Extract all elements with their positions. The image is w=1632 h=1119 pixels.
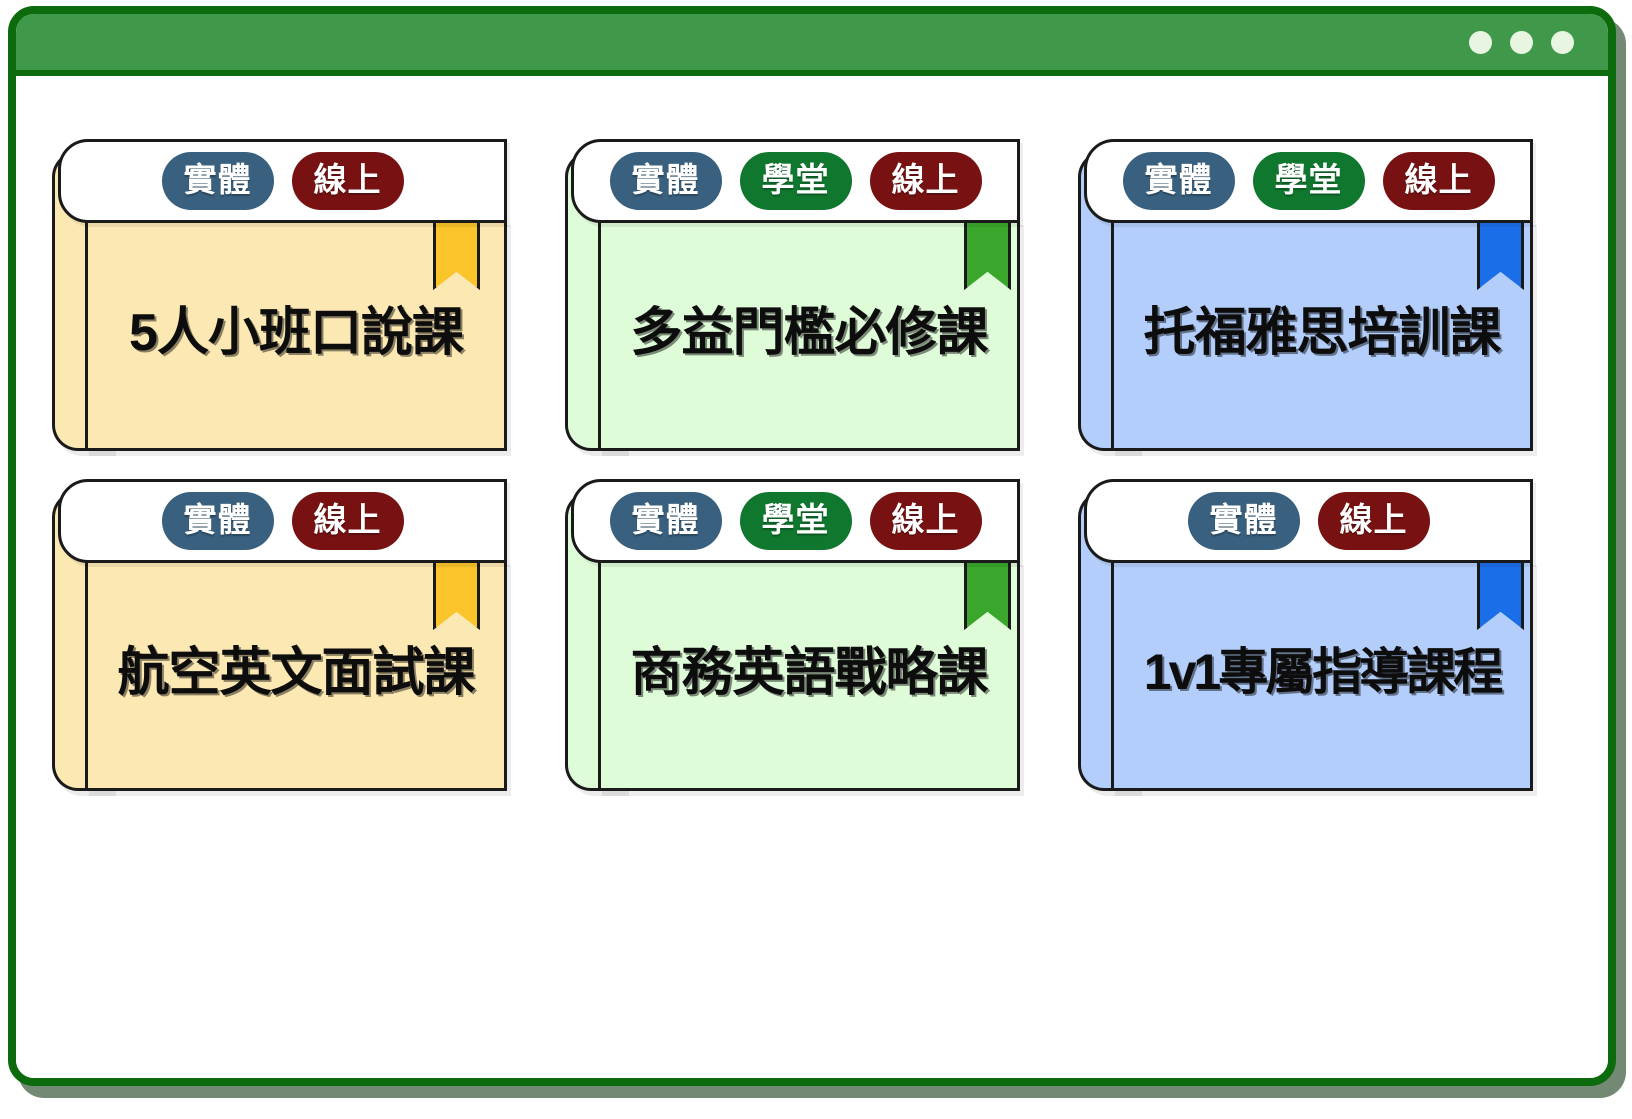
badge-academy[interactable]: 學堂	[739, 152, 852, 210]
browser-window: 5人小班口說課實體線上多益門檻必修課實體學堂線上托福雅思培訓課實體學堂線上航空英…	[8, 6, 1616, 1086]
badge-physical[interactable]: 實體	[1122, 152, 1235, 210]
badge-physical[interactable]: 實體	[161, 152, 274, 210]
card-header: 實體學堂線上	[571, 139, 1020, 223]
badge-academy[interactable]: 學堂	[739, 492, 852, 550]
badge-online[interactable]: 線上	[869, 492, 982, 550]
card-title: 1v1專屬指導課程	[1143, 644, 1503, 700]
course-card[interactable]: 托福雅思培訓課 實體學堂線上	[1078, 139, 1533, 451]
course-card[interactable]: 1v1專屬指導課程 實體線上	[1078, 479, 1533, 791]
card-body: 商務英語戰略課	[598, 560, 1020, 791]
badge-online[interactable]: 線上	[869, 152, 982, 210]
badge-online[interactable]: 線上	[291, 492, 404, 550]
course-card[interactable]: 商務英語戰略課 實體學堂線上	[565, 479, 1020, 791]
card-body: 5人小班口說課	[85, 220, 507, 451]
bookmark-icon	[964, 563, 1011, 630]
card-header: 實體線上	[58, 479, 507, 563]
course-card[interactable]: 航空英文面試課 實體線上	[52, 479, 507, 791]
card-title: 多益門檻必修課	[630, 304, 988, 362]
bookmark-icon	[433, 563, 480, 630]
card-title: 航空英文面試課	[117, 644, 475, 702]
badge-online[interactable]: 線上	[291, 152, 404, 210]
course-card-grid: 5人小班口說課實體線上多益門檻必修課實體學堂線上托福雅思培訓課實體學堂線上航空英…	[52, 139, 1552, 791]
window-controls	[1469, 30, 1574, 54]
bookmark-icon	[433, 223, 480, 290]
bookmark-icon	[1477, 563, 1524, 630]
course-card[interactable]: 多益門檻必修課 實體學堂線上	[565, 139, 1020, 451]
card-title: 5人小班口說課	[129, 304, 464, 362]
badge-academy[interactable]: 學堂	[1252, 152, 1365, 210]
window-viewport: 5人小班口說課實體線上多益門檻必修課實體學堂線上托福雅思培訓課實體學堂線上航空英…	[16, 76, 1608, 1078]
card-body: 1v1專屬指導課程	[1111, 560, 1533, 791]
card-title: 商務英語戰略課	[630, 644, 988, 702]
card-header: 實體學堂線上	[571, 479, 1020, 563]
window-titlebar	[16, 14, 1608, 76]
badge-online[interactable]: 線上	[1317, 492, 1430, 550]
bookmark-icon	[964, 223, 1011, 290]
window-dot-2-icon[interactable]	[1510, 30, 1533, 54]
window-dot-1-icon[interactable]	[1469, 30, 1492, 54]
badge-physical[interactable]: 實體	[609, 492, 722, 550]
course-card[interactable]: 5人小班口說課 實體線上	[52, 139, 507, 451]
badge-physical[interactable]: 實體	[609, 152, 722, 210]
badge-physical[interactable]: 實體	[1187, 492, 1300, 550]
card-body: 多益門檻必修課	[598, 220, 1020, 451]
card-header: 實體線上	[1084, 479, 1533, 563]
badge-physical[interactable]: 實體	[161, 492, 274, 550]
badge-online[interactable]: 線上	[1382, 152, 1495, 210]
bookmark-icon	[1477, 223, 1524, 290]
card-body: 航空英文面試課	[85, 560, 507, 791]
card-header: 實體學堂線上	[1084, 139, 1533, 223]
card-title: 托福雅思培訓課	[1143, 304, 1501, 362]
card-body: 托福雅思培訓課	[1111, 220, 1533, 451]
window-dot-3-icon[interactable]	[1551, 30, 1574, 54]
card-header: 實體線上	[58, 139, 507, 223]
